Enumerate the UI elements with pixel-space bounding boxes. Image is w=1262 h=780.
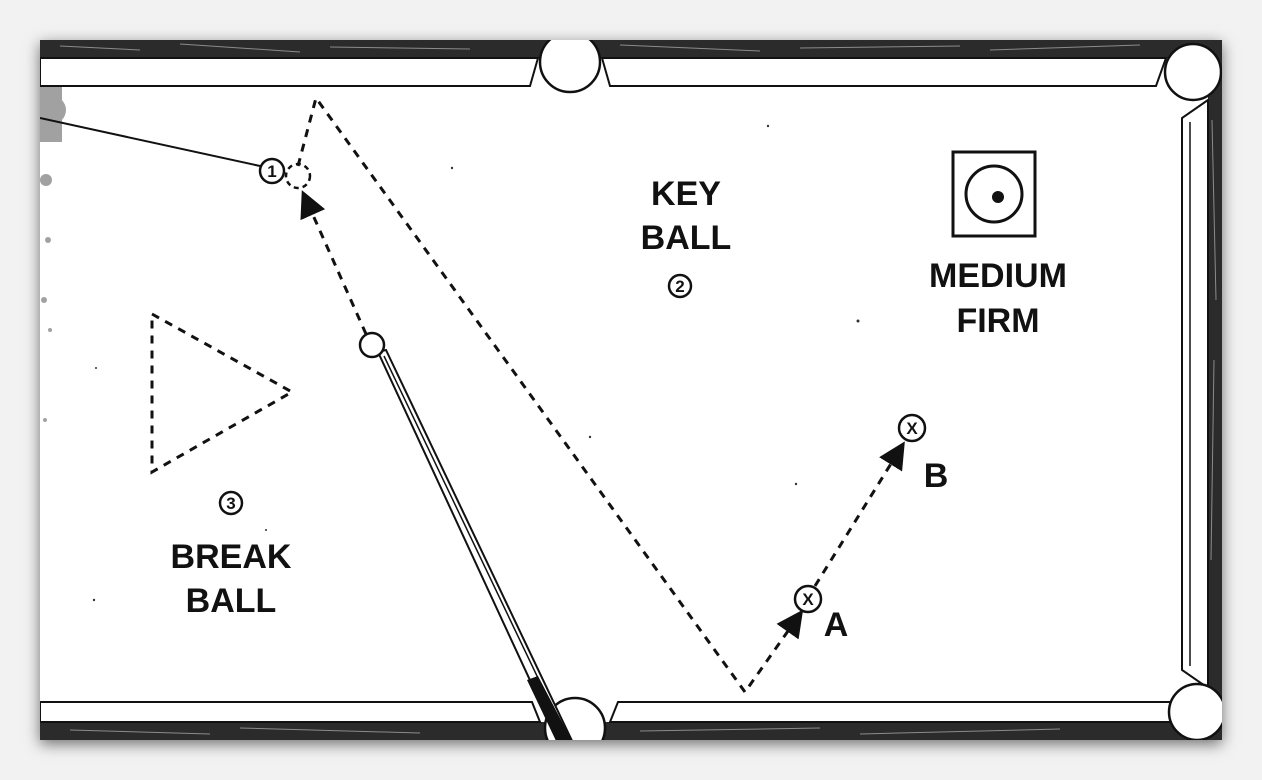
break-ball-line1: BREAK — [171, 538, 292, 576]
key-ball-2: 2 — [667, 273, 693, 299]
key-ball-line2: BALL — [641, 219, 732, 257]
key-ball-line1: KEY — [651, 175, 721, 213]
bottom-right-corner-pocket — [1167, 682, 1222, 740]
top-right-corner-pocket — [1163, 42, 1222, 102]
right-cushion — [1181, 98, 1209, 690]
top-right-cushion — [600, 57, 1168, 87]
rack-triangle — [150, 311, 296, 475]
cue-ball-path — [300, 190, 368, 335]
paper-specks — [92, 124, 860, 602]
target-a: X A — [793, 584, 849, 644]
target-b: X B — [897, 413, 949, 495]
bottom-right-cushion — [608, 701, 1196, 723]
cushions — [40, 57, 1209, 723]
break-ball-number: 3 — [226, 494, 235, 513]
cue-tip-dot — [992, 191, 1004, 203]
a-to-b-path — [813, 441, 905, 587]
key-ball-label: KEY BALL — [641, 175, 732, 257]
target-b-label: B — [924, 457, 949, 495]
top-left-cushion — [40, 57, 540, 87]
stroke-speed-line2: FIRM — [956, 302, 1039, 340]
bottom-left-cushion — [40, 701, 542, 723]
target-a-label: A — [824, 606, 849, 644]
right-rail — [1208, 40, 1222, 740]
stroke-speed-line1: MEDIUM — [929, 257, 1067, 295]
top-side-pocket — [538, 40, 602, 94]
pockets — [538, 40, 1222, 740]
stroke-speed-label: MEDIUM FIRM — [929, 257, 1067, 340]
ghost-ball — [284, 162, 312, 190]
target-b-mark: X — [906, 419, 918, 438]
top-rail — [40, 40, 1222, 58]
cue-tip-indicator — [951, 150, 1037, 238]
break-ball-label: BREAK BALL — [171, 538, 292, 620]
break-ball-line2: BALL — [186, 582, 277, 620]
object-ball-number: 1 — [267, 162, 276, 181]
rail-texture — [59, 43, 1217, 735]
cue-ball — [358, 331, 386, 359]
table-rails — [40, 40, 1222, 740]
target-a-mark: X — [802, 590, 814, 609]
break-ball-3: 3 — [218, 490, 244, 516]
cue-ball-bank-path — [296, 94, 804, 695]
key-ball-number: 2 — [675, 277, 684, 296]
object-ball-1: 1 — [258, 157, 286, 185]
object-ball-line — [40, 117, 261, 167]
bottom-rail — [40, 722, 1222, 740]
